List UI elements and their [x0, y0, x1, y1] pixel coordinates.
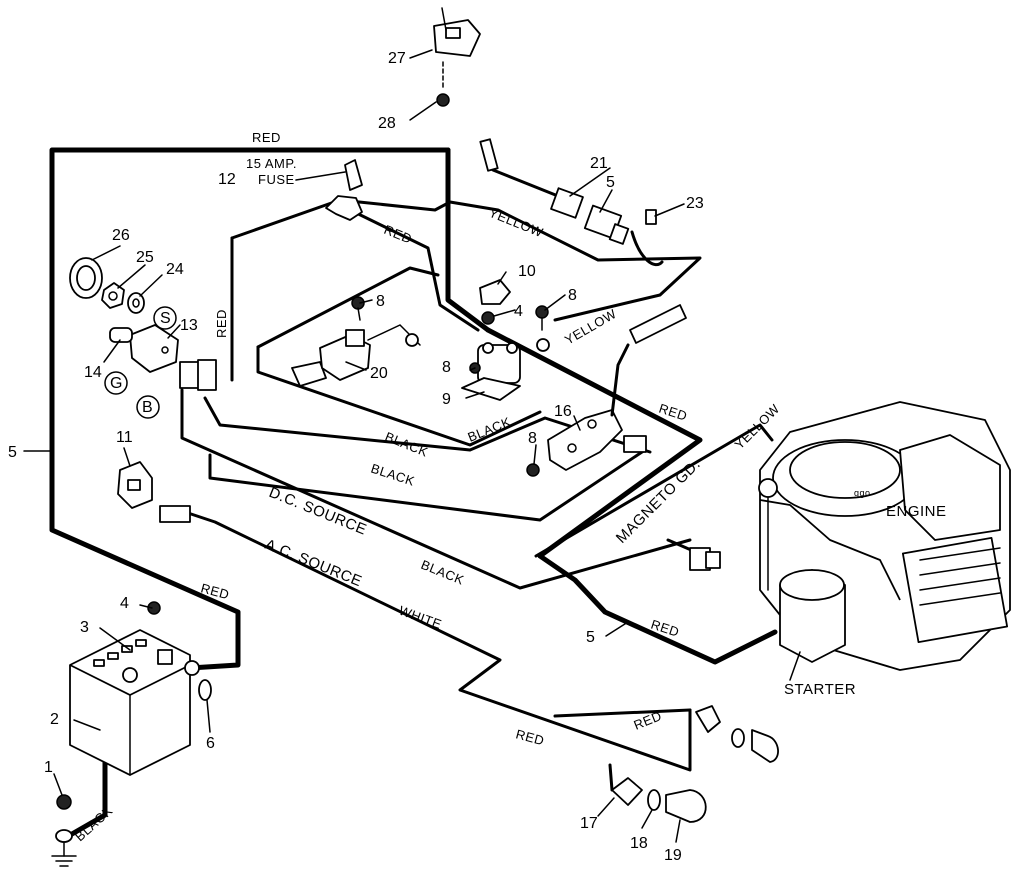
- fuse-label: FUSE: [258, 172, 295, 187]
- wire-label-red-mid: RED: [382, 222, 414, 247]
- part-8-screw-d: [526, 463, 540, 477]
- callout-26: 26: [112, 227, 130, 244]
- part-3-battery: [69, 629, 191, 776]
- callout-5-starter: 5: [586, 629, 595, 646]
- part-13-ignition-switch: [109, 324, 179, 373]
- part-9-solenoid: [461, 342, 521, 401]
- starter-red-cable: [485, 327, 778, 665]
- part-26-bezel: [69, 257, 103, 299]
- part-25-nut: [101, 282, 125, 309]
- lamp-upper: [695, 705, 779, 763]
- starter-label: STARTER: [784, 681, 856, 698]
- part-4-battery-nut: [147, 601, 161, 615]
- callout-19: 19: [664, 847, 682, 864]
- engine-label: ENGINE: [886, 503, 947, 520]
- wire-label-black-c: BLACK: [369, 461, 417, 489]
- callout-1: 1: [44, 759, 53, 776]
- callout-13: 13: [180, 317, 198, 334]
- part-17-socket: [611, 777, 643, 806]
- callout-8-c: 8: [442, 359, 451, 376]
- part-6-bolt: [184, 660, 212, 701]
- wire-label-black-b: BLACK: [466, 414, 513, 445]
- part-8-screw-b: [535, 305, 549, 331]
- fuse-rating-label: 15 AMP.: [246, 156, 297, 171]
- callout-5-left: 5: [8, 444, 17, 461]
- leader-lines: [23, 49, 801, 843]
- part-11-socket: [117, 461, 153, 509]
- wire-label-ac-source: A.C. SOURCE: [263, 536, 365, 590]
- callout-23: 23: [686, 195, 704, 212]
- part-19-bulb: [665, 789, 707, 823]
- starter-motor: [779, 569, 846, 663]
- callout-2: 2: [50, 711, 59, 728]
- part-24-washer: [127, 292, 145, 314]
- terminal-b-circle: [136, 395, 160, 419]
- callout-25: 25: [136, 249, 154, 266]
- part-16-interlock: [547, 409, 623, 471]
- callout-24: 24: [166, 261, 184, 278]
- callout-5-top: 5: [606, 174, 615, 191]
- wire-label-red-top: RED: [252, 130, 281, 145]
- plug-interlock: [623, 435, 647, 453]
- terminal-b: B: [142, 399, 153, 416]
- callout-9: 9: [442, 391, 451, 408]
- clutch-rod: [610, 304, 687, 417]
- wire-label-red-left: RED: [214, 309, 229, 338]
- callout-17: 17: [580, 815, 598, 832]
- callout-14: 14: [84, 364, 102, 381]
- ground-symbol: [51, 841, 77, 867]
- callout-18: 18: [630, 835, 648, 852]
- callout-4-battery: 4: [120, 595, 129, 612]
- ac-connector: [159, 505, 191, 523]
- callout-20: 20: [370, 365, 388, 382]
- part-5-connector: [583, 204, 630, 245]
- callout-4-top: 4: [514, 303, 523, 320]
- wire-label-yellow-a: YELLOW: [487, 205, 546, 240]
- part-1-bolt: [55, 794, 73, 843]
- callout-8-d: 8: [528, 430, 537, 447]
- callout-21: 21: [590, 155, 608, 172]
- engine-badge: ggo: [854, 488, 871, 498]
- part-12-fuse: [344, 159, 363, 191]
- wire-label-black-ground: BLACK: [72, 803, 116, 844]
- callout-8-b: 8: [568, 287, 577, 304]
- callout-3: 3: [80, 619, 89, 636]
- fuse-holder: [325, 195, 363, 221]
- callout-6: 6: [206, 735, 215, 752]
- part-8-screw-a: [351, 296, 365, 321]
- terminal-g-circle: [104, 371, 128, 395]
- terminal-s-circle: [153, 306, 177, 330]
- part-washer-solenoid: [536, 338, 550, 352]
- part-21-harness: [479, 138, 584, 219]
- callout-11: 11: [116, 429, 133, 446]
- wire-harness: [180, 168, 774, 792]
- callout-12: 12: [218, 171, 236, 188]
- part-28-nut: [436, 93, 450, 107]
- part-10-boot: [479, 279, 511, 305]
- callout-27: 27: [388, 50, 406, 67]
- wire-label-red-lamp-a: RED: [514, 726, 546, 748]
- callout-16: 16: [554, 403, 572, 420]
- wire-label-white: WHITE: [397, 603, 444, 632]
- switch-connector: [179, 359, 217, 391]
- terminal-g: G: [110, 375, 122, 392]
- part-23-lead: [630, 209, 664, 267]
- main-red-cable: [49, 147, 491, 671]
- wire-label-black-a: BLACK: [383, 429, 430, 460]
- part-4-nut-top: [481, 311, 495, 325]
- part-20-relay: [319, 324, 421, 381]
- harness-clip: [291, 361, 327, 387]
- part-27-switch: [433, 7, 481, 57]
- terminal-s: S: [160, 310, 171, 327]
- magneto-connector: [689, 547, 721, 571]
- wire-label-yellow-c: YELLOW: [732, 401, 783, 452]
- callout-10: 10: [518, 263, 536, 280]
- callout-8-a: 8: [376, 293, 385, 310]
- callout-28: 28: [378, 115, 396, 132]
- part-18-gasket: [647, 789, 661, 811]
- wire-label-red-battery: RED: [199, 580, 231, 602]
